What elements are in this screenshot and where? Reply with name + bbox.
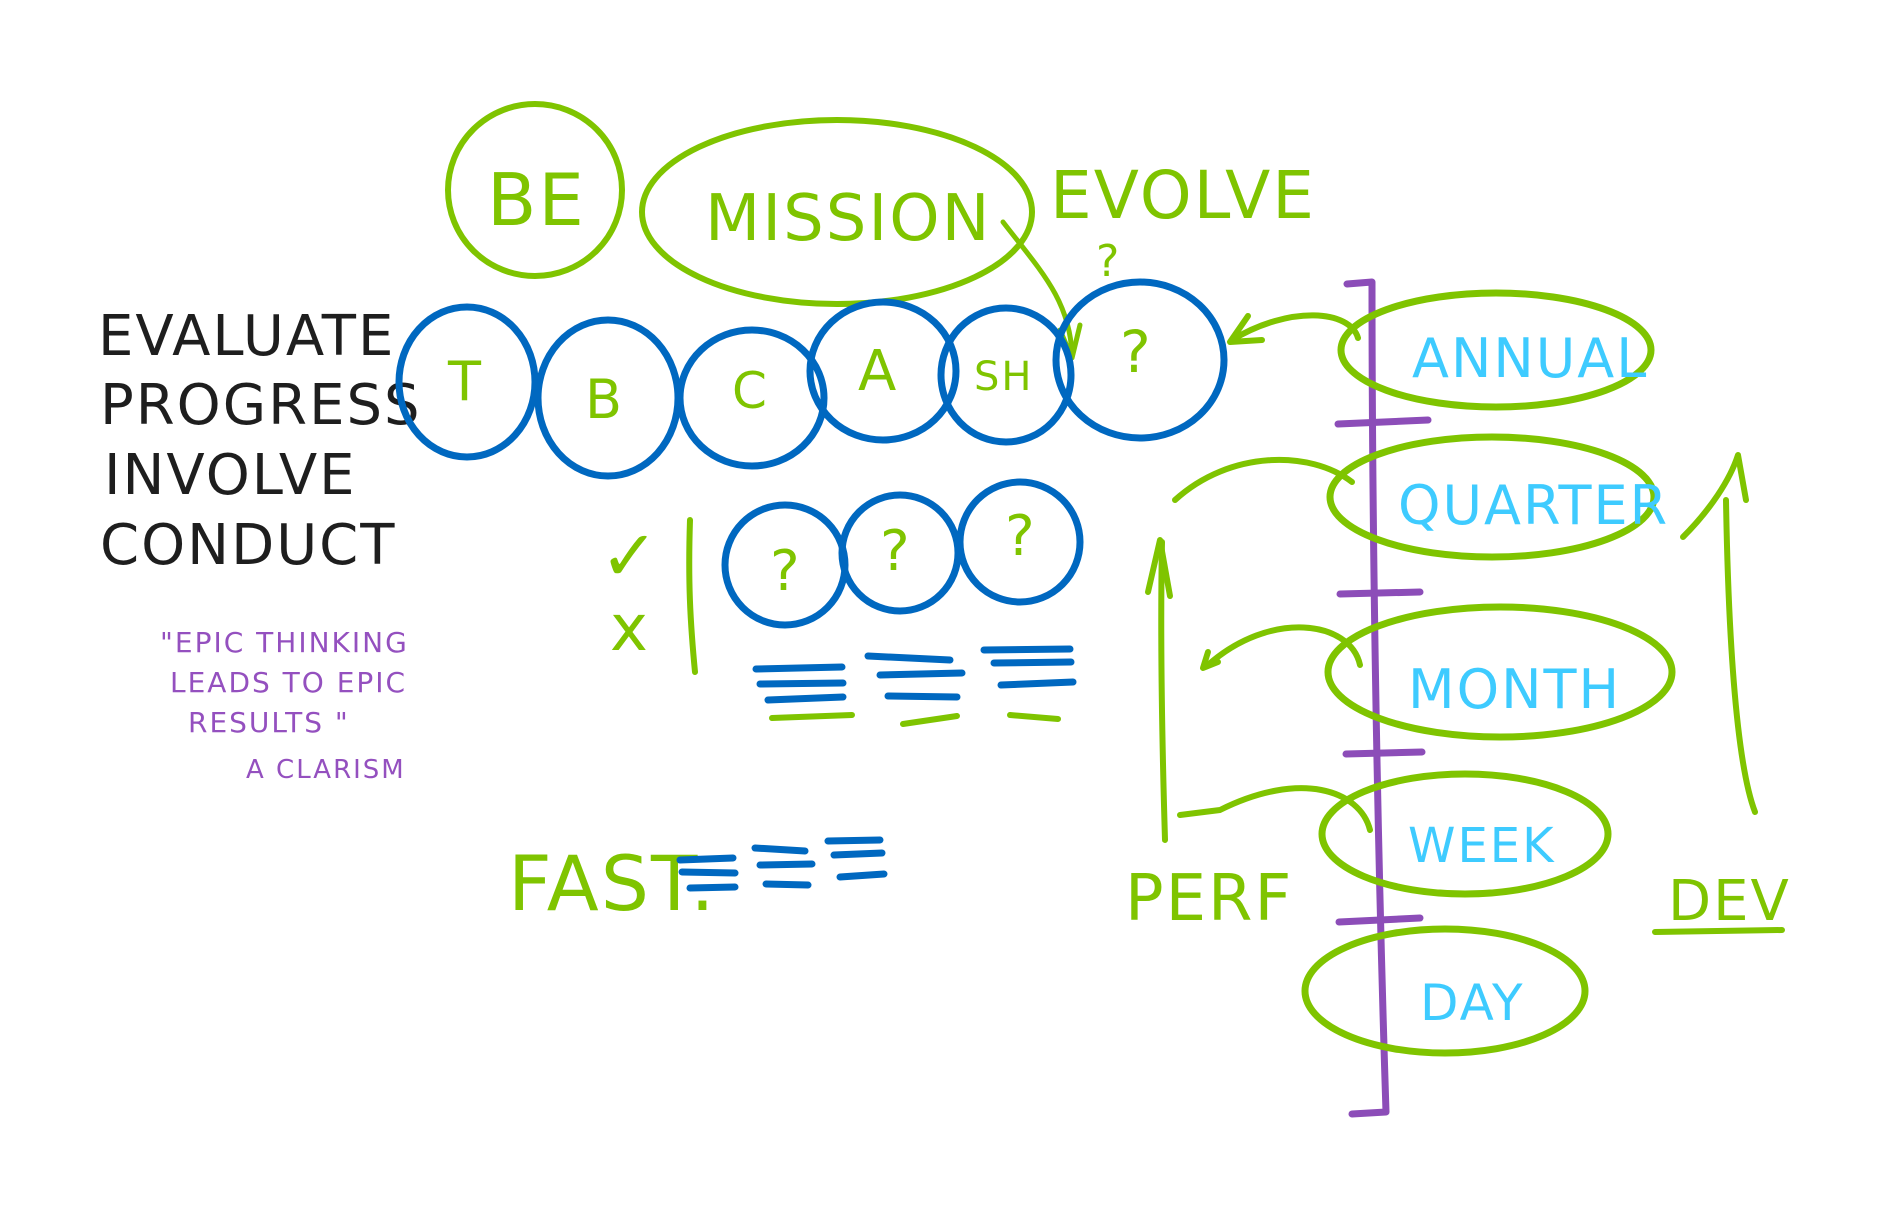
fast-label: FAST. — [508, 839, 717, 928]
be-node: BE — [445, 101, 625, 279]
mission-to-question-arrow — [1000, 219, 1075, 358]
dev-up-arrow — [1723, 497, 1758, 815]
value-label-b: B — [585, 368, 624, 431]
arrow-head — [1200, 649, 1221, 671]
annual-to-values-arrow — [1229, 312, 1361, 343]
task-line — [764, 693, 847, 704]
task-lines-upper — [752, 645, 1077, 727]
value-label-t: T — [447, 350, 483, 413]
task-line — [762, 880, 812, 889]
evolve-question-mark: ? — [1096, 236, 1121, 287]
be-label: BE — [487, 158, 586, 242]
question-label: ? — [1005, 504, 1037, 569]
week-arrow — [1177, 785, 1373, 833]
task-line — [864, 652, 954, 664]
question-label: ? — [770, 539, 802, 604]
quote-block: "EPIC THINKING LEADS TO EPIC RESULTS " A… — [160, 626, 409, 785]
mission-node: MISSION — [639, 117, 1035, 307]
task-line — [756, 860, 816, 869]
timeline-arrows — [1172, 312, 1373, 833]
list-item-progress: PROGRESS — [100, 373, 422, 438]
question-label: ? — [880, 519, 912, 584]
task-line — [752, 663, 846, 673]
arrow-head — [1227, 313, 1265, 345]
value-circle — [676, 326, 828, 470]
value-label-sh: SH — [974, 354, 1033, 400]
timeline-label-annual: ANNUAL — [1412, 327, 1648, 390]
quarter-arrow — [1172, 456, 1355, 503]
timeline-tick — [1334, 416, 1432, 428]
timeline-label-week: WEEK — [1408, 818, 1556, 874]
perf-up-arrow — [1158, 539, 1168, 843]
timeline-ellipse-week — [1318, 770, 1612, 898]
quote-line-2: LEADS TO EPIC — [170, 666, 407, 699]
dev-label: DEV — [1668, 869, 1791, 934]
dev-underline — [1652, 927, 1785, 935]
list-item-evaluate: EVALUATE — [98, 304, 395, 369]
timeline-tick — [1342, 748, 1426, 758]
timeline-items: ANNUAL QUARTER MONTH WEEK DAY — [1301, 289, 1676, 1057]
dev-arrow-head — [1680, 452, 1749, 540]
perf-label: PERF — [1125, 862, 1293, 936]
month-arrow — [1205, 624, 1363, 668]
quote-line-1: "EPIC THINKING — [160, 626, 409, 659]
task-lines-lower — [676, 836, 888, 892]
value-circle — [1052, 278, 1228, 442]
task-line — [876, 669, 966, 679]
task-line — [678, 868, 739, 877]
task-line — [980, 645, 1074, 654]
perf-arrow-head — [1145, 537, 1173, 599]
task-line-done — [900, 713, 960, 727]
check-mark-icon: ✓ — [600, 515, 661, 597]
left-word-list: EVALUATE PROGRESS INVOLVE CONDUCT — [98, 304, 422, 578]
mission-ellipse — [639, 117, 1035, 307]
task-line — [824, 836, 884, 845]
task-line — [884, 692, 961, 701]
timeline-spine — [1343, 278, 1390, 1118]
evolve-label: EVOLVE — [1050, 157, 1316, 234]
task-line-done — [1007, 712, 1061, 722]
timeline-label-day: DAY — [1420, 974, 1525, 1032]
value-label-c: C — [732, 362, 769, 420]
be-circle — [445, 101, 625, 279]
list-item-conduct: CONDUCT — [100, 513, 397, 578]
value-label-a: A — [858, 339, 898, 404]
timeline-tick — [1335, 914, 1424, 926]
value-circle — [395, 303, 539, 461]
timeline-ellipse-month — [1324, 603, 1676, 741]
timeline-ellipse-quarter — [1326, 433, 1658, 561]
value-label-question: ? — [1120, 318, 1153, 386]
quote-attribution: A CLARISM — [246, 755, 406, 785]
check-column: ✓ x — [600, 515, 698, 675]
task-line — [686, 883, 739, 892]
timeline-tick — [1336, 588, 1424, 598]
evolve-node: EVOLVE ? — [1050, 157, 1316, 287]
question-circle — [956, 478, 1084, 606]
cross-mark-icon: x — [610, 592, 650, 666]
timeline-axis — [1334, 278, 1432, 1118]
task-line — [830, 849, 886, 859]
divider-line — [686, 517, 698, 675]
task-line — [990, 658, 1075, 667]
timeline-ellipse-annual — [1337, 289, 1655, 411]
question-circles-row: ? ? ? — [721, 478, 1084, 629]
quote-line-3: RESULTS " — [188, 706, 350, 739]
task-line — [756, 679, 847, 688]
task-line — [836, 870, 888, 881]
task-line — [751, 844, 809, 855]
list-item-involve: INVOLVE — [104, 443, 357, 508]
value-circle — [806, 298, 960, 444]
timeline-ellipse-day — [1301, 925, 1589, 1057]
task-line-done — [769, 712, 855, 721]
value-circles-row: T B C A SH ? — [395, 278, 1228, 480]
timeline-label-quarter: QUARTER — [1398, 474, 1669, 537]
mission-label: MISSION — [705, 182, 991, 256]
task-line — [997, 678, 1077, 689]
value-circle — [937, 304, 1075, 446]
task-line — [676, 854, 737, 864]
timeline-label-month: MONTH — [1408, 658, 1621, 721]
